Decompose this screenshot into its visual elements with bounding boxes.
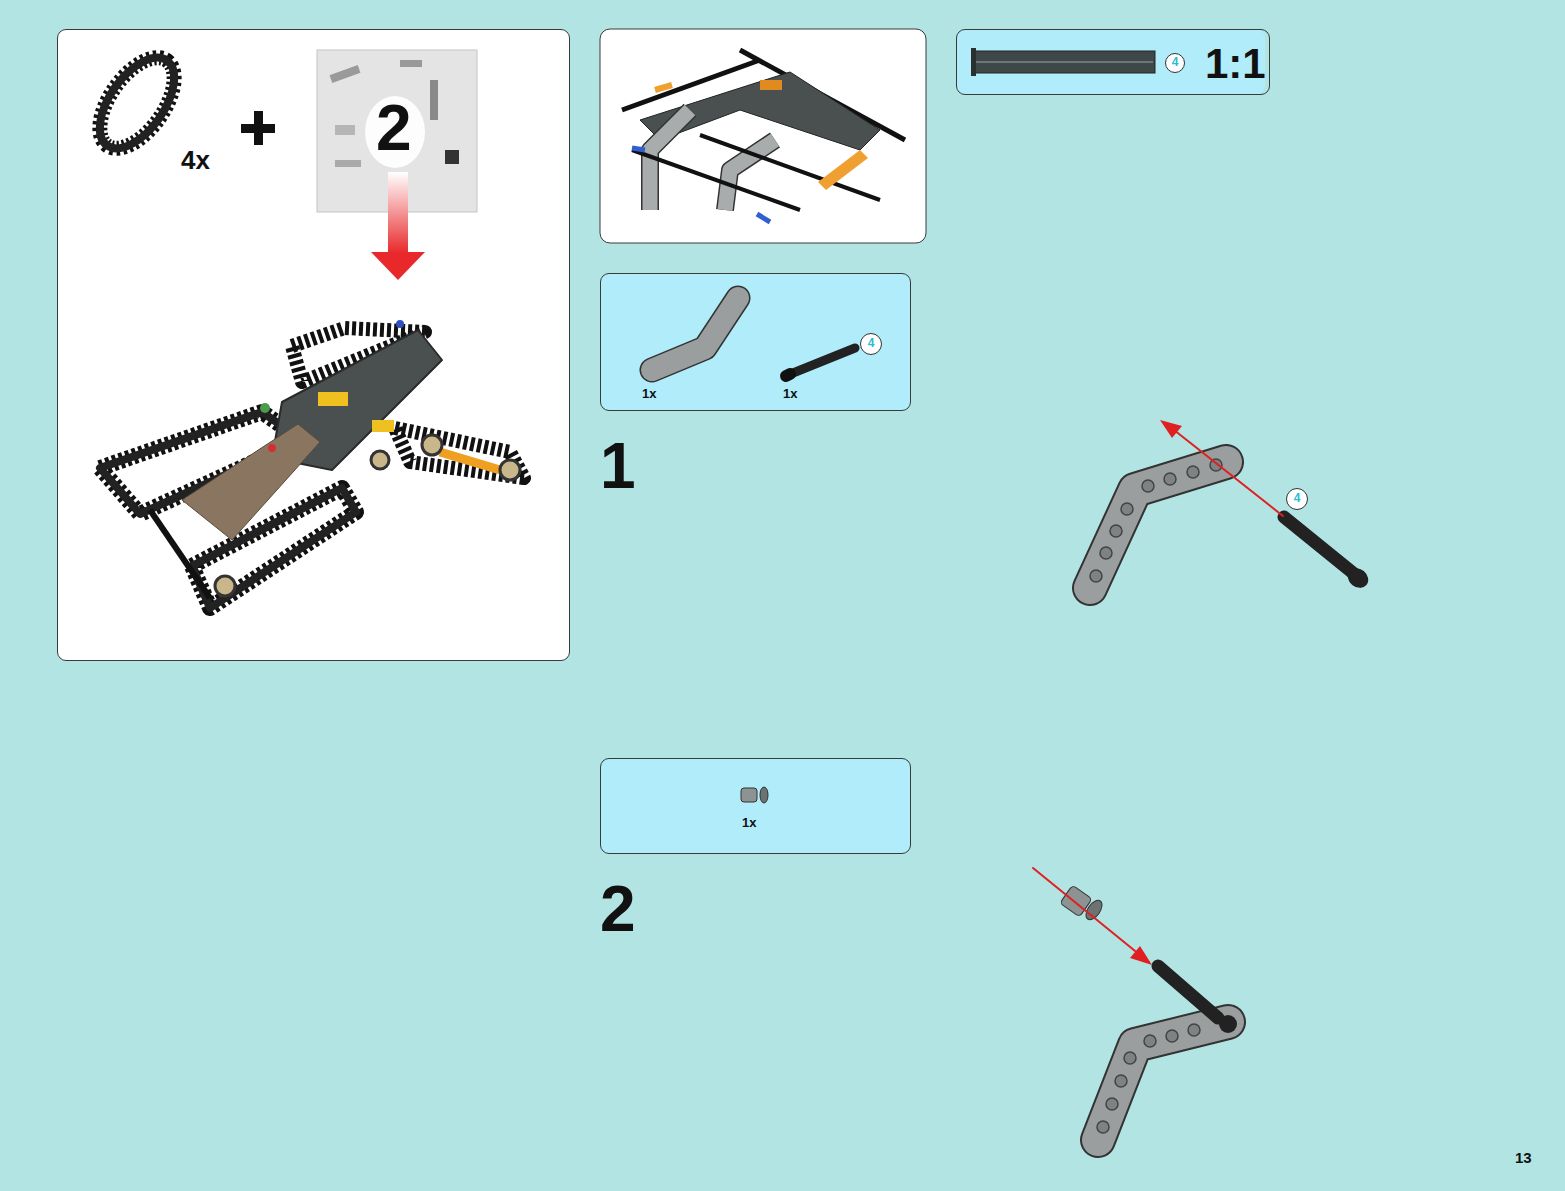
track-ring — [85, 45, 189, 161]
step-1-art — [1121, 503, 1133, 515]
subassembly-preview — [757, 214, 770, 222]
step-2-art — [1098, 1022, 1228, 1140]
track-ring — [85, 45, 189, 161]
parts-bag — [330, 65, 361, 83]
step-1-art — [1090, 462, 1226, 588]
model-overview — [260, 403, 270, 413]
parts-bag — [371, 252, 425, 280]
model-overview — [422, 435, 442, 455]
parts-list-box: 1x — [600, 758, 911, 854]
step-1-art — [1142, 480, 1154, 492]
subassembly-preview — [622, 50, 905, 222]
step-2-art — [1124, 1052, 1136, 1064]
axle-scale — [975, 61, 1153, 63]
step-1-art — [1164, 473, 1176, 485]
step-2-art — [1166, 1030, 1178, 1042]
step-2-art — [1098, 1022, 1228, 1140]
model-overview — [100, 320, 524, 608]
model-overview — [268, 444, 276, 452]
parts-bag — [445, 150, 459, 164]
step-2-art — [1219, 1015, 1237, 1033]
parts-bag — [400, 60, 422, 67]
step-1-art — [1090, 420, 1372, 592]
intro-panel: 4x2 — [57, 29, 570, 661]
step-2-art — [1188, 1024, 1200, 1036]
length-callout: 4 — [860, 333, 882, 355]
step-1-art — [1187, 466, 1199, 478]
step-1-art — [1090, 459, 1222, 582]
parts-list-1 — [652, 298, 855, 376]
parts-list-1 — [786, 374, 790, 376]
step-1-art — [1174, 430, 1283, 516]
bush-part — [760, 787, 768, 803]
step-2-art — [1097, 1121, 1109, 1133]
step-2-art — [1033, 868, 1140, 955]
parts-bag — [317, 50, 477, 280]
length-callout: 4 — [1165, 53, 1185, 73]
model-overview — [318, 392, 348, 406]
step-1-art — [1090, 570, 1102, 582]
step-1-art — [1344, 564, 1372, 592]
axle-scale — [973, 51, 1155, 73]
plus-sign — [254, 111, 263, 145]
panel-fills — [600, 758, 911, 854]
panel-fills — [57, 29, 1265, 854]
step-2-art — [1158, 966, 1218, 1018]
model-overview — [440, 452, 500, 470]
model-overview — [500, 460, 520, 480]
parts-bag — [430, 80, 438, 120]
step-1-art — [1100, 547, 1112, 559]
bush-part — [741, 788, 757, 802]
step-1-art — [1090, 462, 1226, 588]
parts-list-1 — [788, 348, 855, 375]
length-callout: 4 — [1286, 488, 1308, 510]
step-2-art — [1130, 946, 1152, 965]
step-1-art — [1284, 517, 1358, 577]
parts-bag — [365, 96, 425, 168]
panel-fills — [600, 29, 926, 243]
model-overview — [215, 576, 235, 596]
model-overview — [150, 510, 210, 598]
step-2-art — [1144, 1035, 1156, 1047]
bush-part — [741, 787, 768, 803]
model-overview — [396, 320, 404, 328]
subassembly-preview — [640, 72, 880, 150]
model-overview — [182, 424, 320, 540]
subassembly-preview — [632, 150, 800, 210]
axle-scale — [971, 48, 976, 76]
step-2-art — [1115, 1075, 1127, 1087]
axle-scale — [971, 48, 1155, 76]
step-1-art — [1110, 525, 1122, 537]
plus-sign — [241, 111, 275, 145]
parts-list-box: 1x1x4 — [600, 273, 911, 411]
step-2-art — [1097, 1024, 1200, 1133]
step-1-art — [1160, 420, 1182, 438]
subassembly-preview — [655, 85, 672, 90]
parts-bag — [335, 160, 361, 167]
parts-bag — [335, 125, 355, 135]
model-overview — [371, 451, 389, 469]
scale-box: 1:14 — [956, 29, 1270, 95]
model-overview — [372, 420, 394, 432]
panel-fills — [956, 29, 1265, 95]
step-2-art — [1106, 1098, 1118, 1110]
parts-bag — [388, 172, 408, 254]
subassembly-preview — [632, 148, 645, 150]
track-ring — [85, 45, 189, 161]
subassembly-preview — [760, 80, 782, 90]
parts-list-1 — [652, 298, 738, 370]
parts-list-1 — [652, 298, 738, 370]
panel-fills — [57, 29, 570, 661]
subassembly-preview — [700, 135, 880, 200]
subassembly-preview — [818, 150, 868, 190]
step-2-art — [1033, 868, 1237, 1140]
panel-fills — [600, 273, 911, 411]
